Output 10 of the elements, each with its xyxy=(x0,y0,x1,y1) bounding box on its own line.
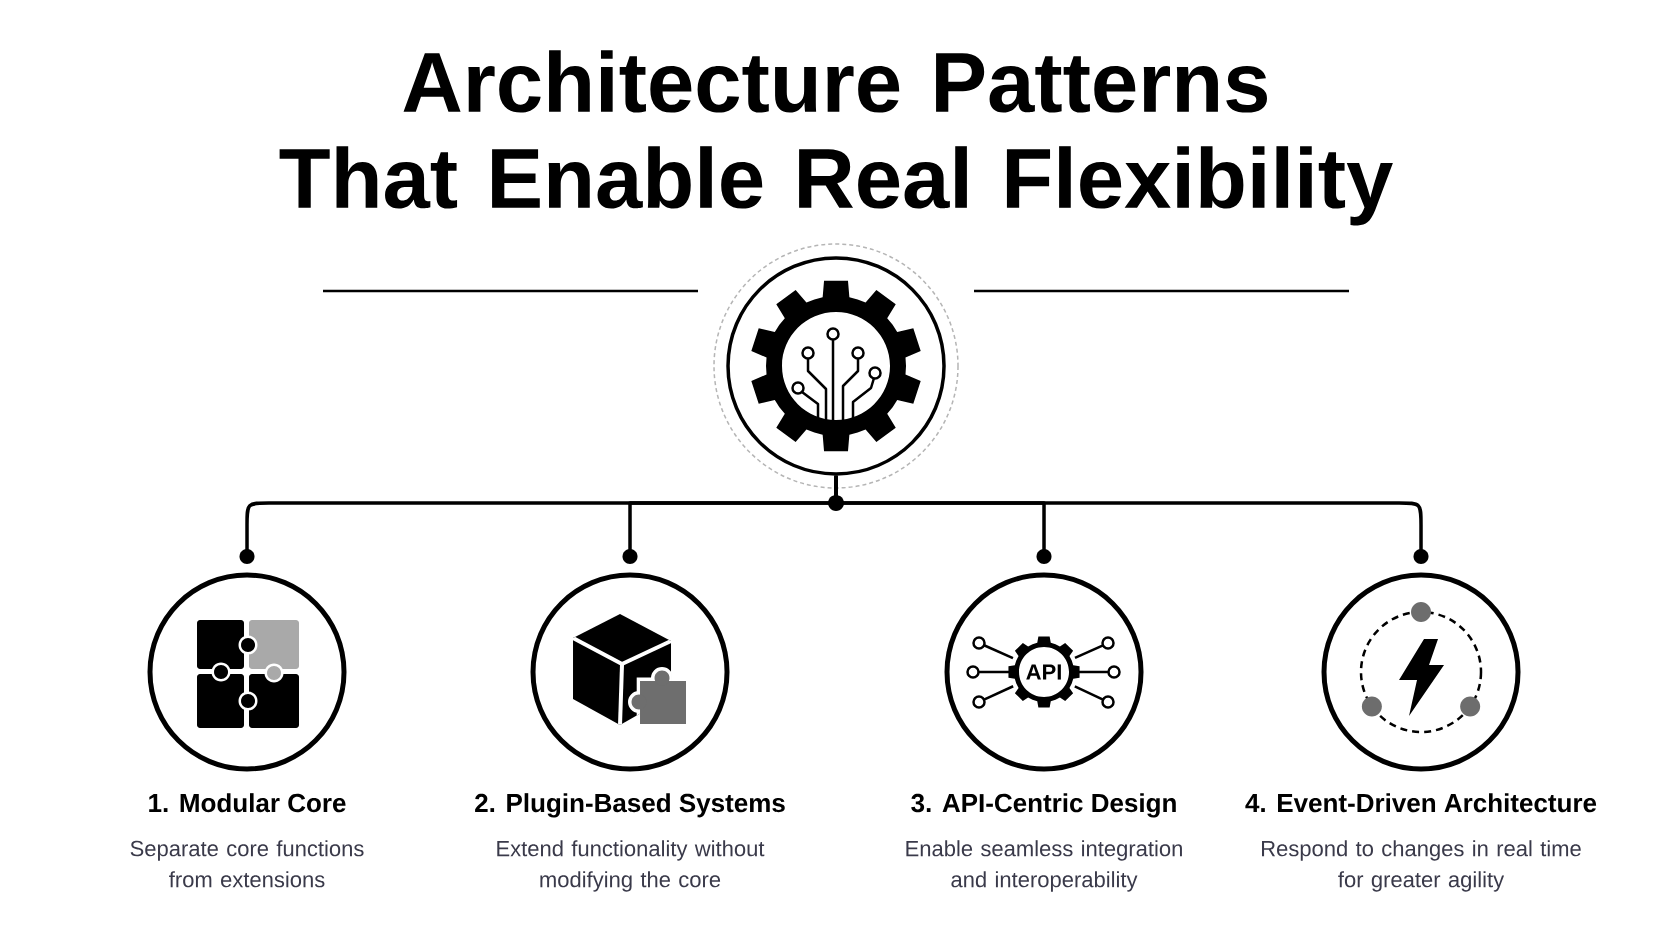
description: Separate core functions from extensions xyxy=(130,840,364,888)
heading: 2. Plugin-Based Systems xyxy=(475,793,785,818)
description: Respond to changes in real time for greater agility xyxy=(1262,840,1581,892)
description: Enable seamless integration and interoperability xyxy=(906,840,1182,892)
description: Extend functionality without modifying the core xyxy=(497,840,765,892)
icon-label: API xyxy=(1026,664,1061,680)
title: Architecture Patterns That Enable Real Flexibility xyxy=(279,50,1393,226)
heading: 1. Modular Core xyxy=(149,793,346,813)
heading: 4. Event-Driven Architecture xyxy=(1245,793,1597,813)
heading: 3. API-Centric Design xyxy=(911,793,1176,818)
